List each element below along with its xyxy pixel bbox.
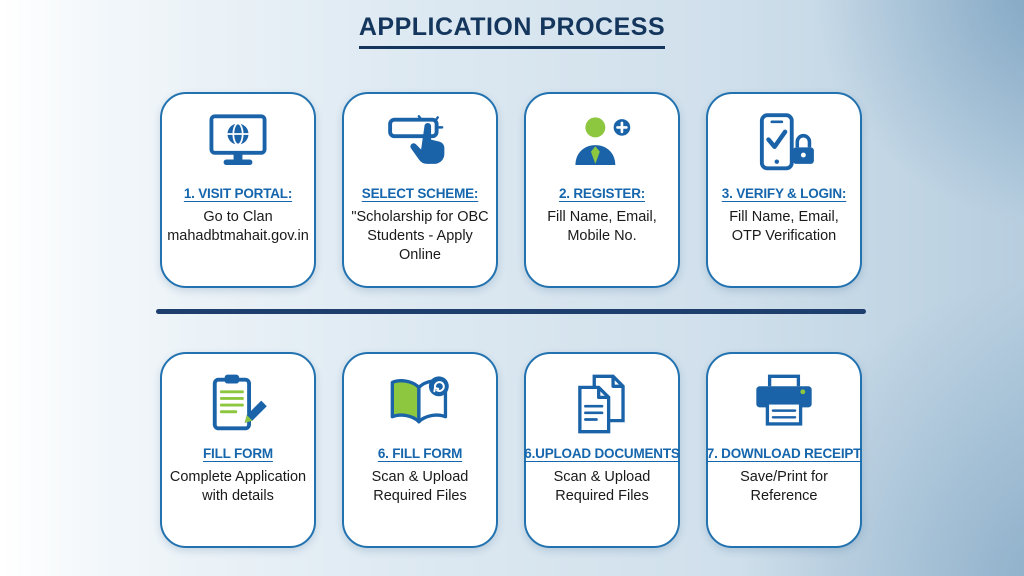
card-fill-form-2: 6. FILL FORM Scan & Upload Required File… xyxy=(342,352,498,548)
printer-icon xyxy=(748,370,820,438)
card-heading: 2. REGISTER: xyxy=(558,186,646,201)
card-description: Go to Clan mahadbtmahait.gov.in xyxy=(167,209,309,245)
card-heading: FILL FORM xyxy=(203,446,273,461)
process-row-2: FILL FORM Complete Application with deta… xyxy=(160,352,864,548)
card-heading: 1. VISIT PORTAL: xyxy=(183,186,293,201)
card-description: Fill Name, Email, Mobile No. xyxy=(547,209,657,245)
card-select-scheme: SELECT SCHEME: "Scholarship for OBC Stud… xyxy=(342,92,498,288)
card-register: 2. REGISTER: Fill Name, Email, Mobile No… xyxy=(524,92,680,288)
card-heading: 3. VERIFY & LOGIN: xyxy=(721,186,847,201)
monitor-globe-icon xyxy=(202,110,274,178)
card-heading: SELECT SCHEME: xyxy=(361,186,479,201)
card-description: Save/Print for Reference xyxy=(740,469,828,505)
documents-icon xyxy=(566,370,638,438)
card-description: Fill Name, Email, OTP Verification xyxy=(729,209,839,245)
card-verify-login: 3. VERIFY & LOGIN: Fill Name, Email, OTP… xyxy=(706,92,862,288)
cursor-click-icon xyxy=(384,110,456,178)
page-title-text: APPLICATION PROCESS xyxy=(358,13,666,49)
card-download-receipt: 7. DOWNLOAD RECEIPT Save/Print for Refer… xyxy=(706,352,862,548)
card-heading: 7. DOWNLOAD RECEIPT xyxy=(706,446,862,461)
page-title: APPLICATION PROCESS xyxy=(0,13,1024,49)
divider-line xyxy=(156,309,866,314)
card-heading: 6.UPLOAD DOCUMENTS xyxy=(524,446,680,461)
card-description: Scan & Upload Required Files xyxy=(553,469,651,505)
process-row-1: 1. VISIT PORTAL: Go to Clan mahadbtmahai… xyxy=(160,92,864,288)
card-description: "Scholarship for OBC Students - Apply On… xyxy=(351,209,489,264)
open-book-icon xyxy=(384,370,456,438)
card-description: Scan & Upload Required Files xyxy=(371,469,469,505)
card-fill-form: FILL FORM Complete Application with deta… xyxy=(160,352,316,548)
user-add-icon xyxy=(566,110,638,178)
card-description: Complete Application with details xyxy=(169,469,307,505)
card-visit-portal: 1. VISIT PORTAL: Go to Clan mahadbtmahai… xyxy=(160,92,316,288)
card-heading: 6. FILL FORM xyxy=(377,446,463,461)
card-upload-documents: 6.UPLOAD DOCUMENTS Scan & Upload Require… xyxy=(524,352,680,548)
clipboard-pencil-icon xyxy=(202,370,274,438)
phone-verify-icon xyxy=(748,110,820,178)
